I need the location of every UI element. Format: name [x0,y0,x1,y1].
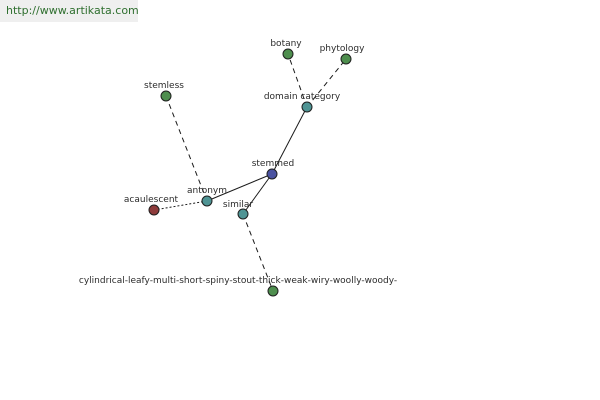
node-label-stemmed: stemmed [252,159,295,169]
node-phytology[interactable] [340,53,352,65]
node-antonym[interactable] [201,195,213,207]
node-label-stemless: stemless [144,81,184,91]
edge-domain-botany [287,53,308,108]
site-url[interactable]: http://www.artikata.com [0,0,139,22]
node-label-phytology: phytology [320,44,365,54]
edge-antonym-acaulescent [153,200,208,211]
node-label-similar: similar [223,200,253,210]
edge-antonym-stemless [165,95,208,202]
node-label-acaulescent: acaulescent [124,195,179,205]
edge-stemmed-antonym [206,173,273,202]
node-layer [148,48,352,297]
node-stemless[interactable] [160,90,172,102]
node-label-antonym: antonym [187,186,227,196]
edge-stemmed-similar [242,173,273,215]
node-similar[interactable] [237,208,249,220]
node-stemmed[interactable] [266,168,278,180]
node-label-domain: domain category [264,92,341,102]
edge-stemmed-domain [271,106,308,175]
node-cylindrical[interactable] [267,285,279,297]
edge-similar-cylindrical [242,213,274,292]
node-label-botany: botany [270,39,302,49]
node-botany[interactable] [282,48,294,60]
edge-layer [153,53,347,292]
edge-domain-phytology [306,58,347,108]
node-label-cylindrical: cylindrical-leafy-multi-short-spiny-stou… [79,276,397,286]
node-acaulescent[interactable] [148,204,160,216]
node-domain[interactable] [301,101,313,113]
label-layer: stemmed antonym similar domain category bota… [79,39,397,286]
